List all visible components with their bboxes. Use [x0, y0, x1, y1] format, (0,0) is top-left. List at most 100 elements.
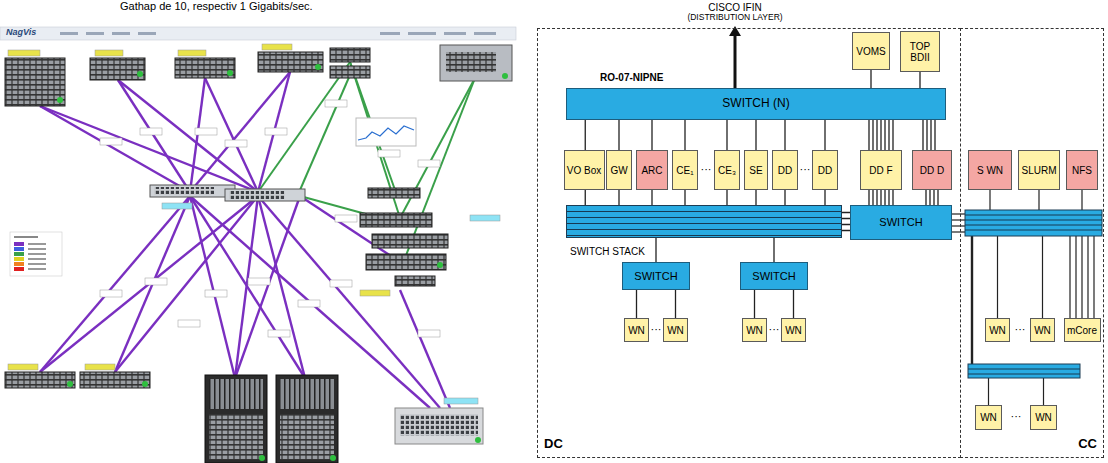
server-box: S WN	[968, 150, 1012, 190]
box-label: mCore	[1067, 325, 1097, 336]
worker-node: WN	[985, 318, 1010, 342]
server-box: ARC	[636, 150, 668, 190]
network-link	[842, 213, 850, 231]
network-link	[793, 290, 794, 318]
box-label: SWITCH (N)	[722, 97, 789, 110]
network-link	[726, 190, 727, 205]
core-switch: SWITCH (N)	[566, 88, 946, 120]
network-link	[773, 238, 774, 262]
box-label: CE₃	[718, 165, 736, 176]
box-label: SWITCH	[879, 216, 922, 228]
network-link	[651, 190, 652, 205]
mini-graph	[356, 118, 416, 146]
cluster-region: CCS WNSLURMNFSWNWNmCoreWNWN	[960, 28, 1104, 458]
network-link	[618, 120, 619, 150]
server-box: DD	[812, 150, 838, 190]
server-box: DD	[772, 150, 798, 190]
network-link	[726, 120, 727, 150]
ellipsis: ···	[1011, 410, 1022, 422]
uplink-label: CISCO IFIN	[708, 2, 761, 13]
network-link	[926, 190, 938, 205]
traffic-links-low	[258, 62, 475, 258]
switch-box: SWITCH	[850, 205, 952, 240]
box-label: SWITCH STACK	[570, 246, 645, 257]
service-box: TOP BDII	[900, 31, 940, 72]
region-label: DC	[544, 437, 563, 451]
worker-node: WN	[1030, 318, 1055, 342]
uplink-arrow	[729, 26, 741, 88]
box-label: WN	[1035, 412, 1052, 423]
server-icons	[5, 44, 512, 463]
traffic-links	[40, 72, 450, 408]
network-link	[684, 120, 685, 150]
box-label: VOMS	[856, 46, 885, 57]
network-link	[784, 120, 785, 150]
server-box: SLURM	[1018, 150, 1060, 190]
box-label: DD	[818, 165, 832, 176]
worker-node: WN	[663, 318, 688, 342]
datacenter-region: DC VOMS TOP BDII SWITCH (N) VO Box GW ARC CE₁ CE…	[537, 28, 961, 458]
server-box: VO Box	[564, 150, 605, 190]
uplink-sublabel: (DISTRIBUTION LAYER)	[687, 13, 782, 22]
box-label: S WN	[977, 165, 1003, 176]
network-link	[636, 290, 637, 318]
ellipsis: ···	[651, 323, 662, 335]
box-label: SLURM	[1021, 165, 1056, 176]
box-label: NFS	[1072, 165, 1092, 176]
switch-box: SWITCH	[622, 262, 690, 290]
network-link	[618, 190, 619, 205]
server-box: NFS	[1066, 150, 1098, 190]
box-label: WN	[628, 325, 645, 336]
worker-node: WN	[1030, 405, 1057, 430]
network-link	[870, 70, 871, 88]
box-label: VO Box	[567, 165, 601, 176]
server-box: SE	[744, 150, 768, 190]
box-label: ARC	[641, 165, 662, 176]
box-label: WN	[667, 325, 684, 336]
worker-node: WN	[975, 405, 1002, 430]
server-box: GW	[606, 150, 632, 190]
network-link	[755, 190, 756, 205]
network-link	[869, 190, 893, 205]
server-box: CE₃	[714, 150, 740, 190]
network-link	[684, 190, 685, 205]
box-label: GW	[610, 165, 627, 176]
ellipsis: ···	[769, 323, 780, 335]
network-link	[655, 238, 656, 262]
network-link	[585, 120, 586, 150]
switch-stack: SWITCH STACK	[566, 205, 842, 238]
nagvis-screenshot	[0, 27, 516, 463]
server-box: CE₁	[672, 150, 698, 190]
service-box: VOMS	[852, 32, 890, 70]
switch-box: SWITCH	[740, 262, 808, 290]
worker-node: mCore	[1064, 318, 1101, 342]
network-link	[869, 120, 893, 150]
server-box: DD D	[912, 150, 952, 190]
box-label: SWITCH	[752, 270, 795, 282]
cc-switch-stacks	[952, 190, 1102, 405]
network-link	[675, 290, 676, 318]
worker-node: WN	[624, 318, 649, 342]
box-label: WN	[746, 325, 763, 336]
box-label: WN	[980, 412, 997, 423]
box-label: DD D	[920, 165, 944, 176]
network-link	[585, 190, 586, 205]
ellipsis: ···	[1015, 323, 1026, 335]
network-link	[755, 120, 756, 150]
box-label: CE₁	[676, 165, 693, 176]
worker-node: WN	[781, 318, 806, 342]
server-box: DD F	[860, 150, 902, 190]
box-label: DD F	[869, 165, 892, 176]
network-link	[651, 120, 652, 150]
box-label: WN	[1034, 325, 1051, 336]
network-link	[824, 190, 825, 205]
network-link	[923, 120, 935, 150]
network-link	[784, 190, 785, 205]
region-label: CC	[1078, 437, 1097, 451]
ellipsis: ···	[800, 163, 811, 175]
network-link	[824, 120, 825, 150]
site-label: RO-07-NIPNE	[600, 72, 663, 83]
ellipsis: ···	[701, 163, 712, 175]
network-link	[919, 72, 920, 88]
